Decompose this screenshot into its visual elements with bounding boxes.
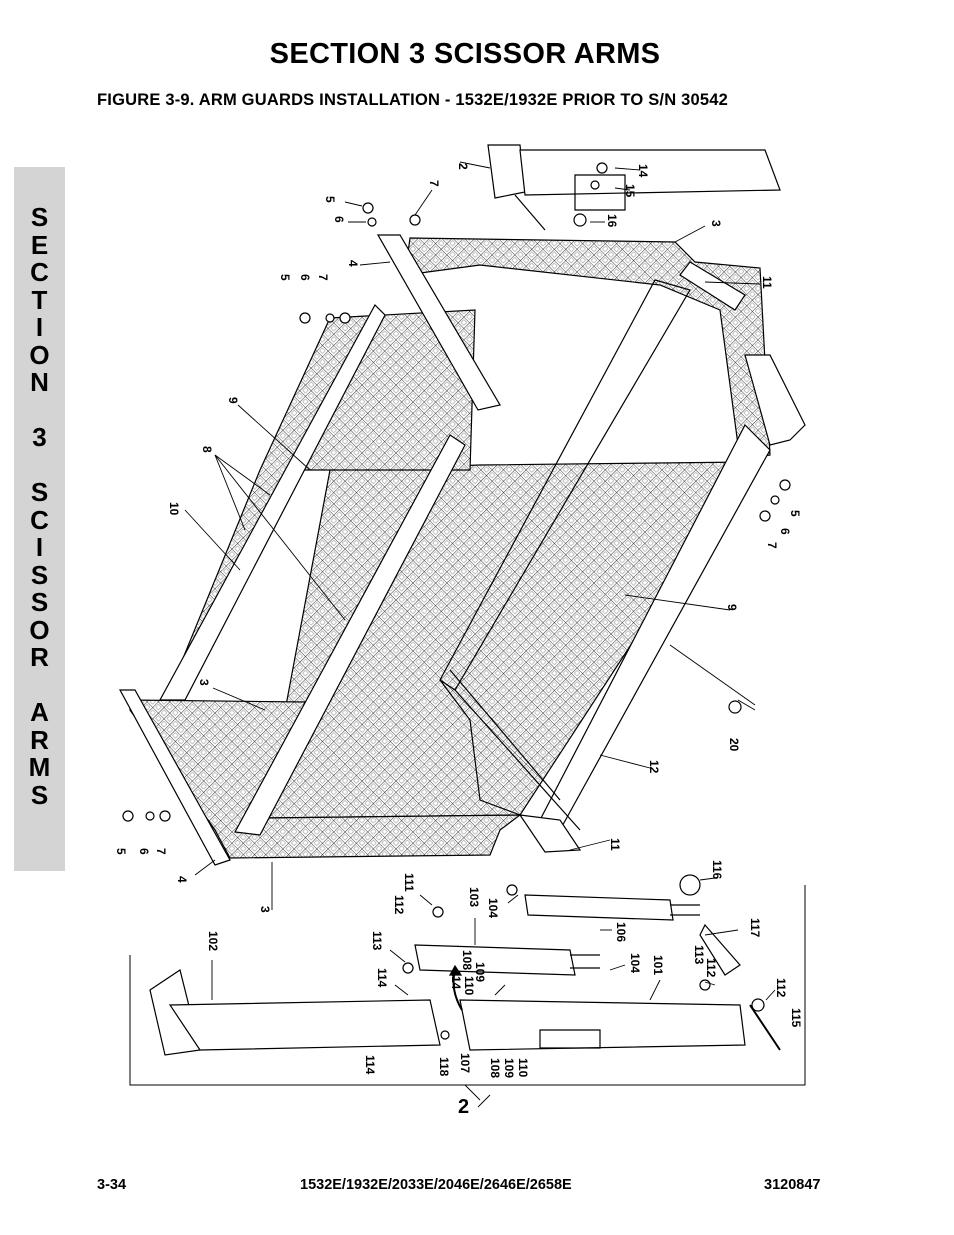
callout-112c: 112 bbox=[774, 978, 788, 998]
callout-7a: 7 bbox=[427, 180, 441, 187]
side-tab-letter: 3 bbox=[32, 422, 47, 452]
side-tab-letter: C bbox=[30, 257, 49, 287]
callout-2-top: 2 bbox=[456, 163, 470, 170]
callout-15: 15 bbox=[623, 184, 637, 198]
callout-106: 106 bbox=[614, 922, 628, 942]
section-title: SECTION 3 SCISSOR ARMS bbox=[269, 38, 661, 70]
callout-104b: 104 bbox=[628, 953, 642, 973]
side-tab-letter: R bbox=[30, 724, 49, 755]
bushing-116 bbox=[679, 874, 701, 896]
callout-14: 14 bbox=[636, 164, 650, 178]
callout-20: 20 bbox=[727, 738, 741, 752]
callout-6c: 6 bbox=[778, 528, 792, 535]
callout-7c: 7 bbox=[765, 542, 779, 549]
callout-109a: 109 bbox=[473, 962, 487, 982]
callout-113a: 113 bbox=[370, 931, 384, 951]
callout-118: 118 bbox=[437, 1057, 451, 1077]
callout-7d: 7 bbox=[154, 848, 168, 855]
side-tab-letter: S bbox=[30, 477, 49, 507]
arm-102 bbox=[168, 999, 441, 1051]
callout-111: 111 bbox=[402, 873, 416, 892]
angle-rail-4-bottom bbox=[118, 689, 231, 866]
side-tab-letter: I bbox=[35, 312, 44, 342]
callout-5c: 5 bbox=[788, 510, 802, 517]
callout-6d: 6 bbox=[137, 848, 151, 855]
mesh-panel-center bbox=[264, 461, 752, 819]
callout-103: 103 bbox=[467, 887, 481, 907]
callout-114a: 114 bbox=[375, 968, 389, 988]
callout-112a: 112 bbox=[392, 895, 406, 915]
side-tab-letter: I bbox=[35, 532, 44, 562]
callout-5d: 5 bbox=[114, 848, 128, 855]
callout-10: 10 bbox=[167, 502, 181, 516]
callout-12: 12 bbox=[647, 760, 661, 774]
callout-6a: 6 bbox=[332, 216, 346, 223]
side-tab-letter: S bbox=[30, 559, 49, 590]
roller-117 bbox=[699, 923, 741, 976]
side-tab-letter: S bbox=[30, 779, 49, 810]
callout-9b: 9 bbox=[725, 604, 739, 611]
doc-number: 3120847 bbox=[764, 1177, 821, 1193]
callout-113b: 113 bbox=[692, 945, 706, 965]
callout-114c: 114 bbox=[363, 1055, 377, 1075]
side-tab-letter: O bbox=[29, 614, 50, 645]
side-tab-letter: R bbox=[30, 642, 49, 672]
callout-102: 102 bbox=[206, 931, 220, 951]
side-tab-letter: S bbox=[30, 202, 49, 232]
callout-107: 107 bbox=[458, 1053, 472, 1073]
channel-11-end bbox=[518, 814, 582, 853]
side-tab-letter: O bbox=[29, 339, 50, 370]
callout-109b: 109 bbox=[502, 1058, 516, 1078]
callout-2-bottom: 2 bbox=[458, 1096, 469, 1118]
callout-8: 8 bbox=[200, 446, 214, 453]
side-tab-letter: A bbox=[30, 697, 49, 727]
callout-101: 101 bbox=[651, 955, 665, 975]
callout-104a: 104 bbox=[486, 898, 500, 918]
side-tab-letter: T bbox=[31, 284, 48, 315]
callout-110a: 110 bbox=[462, 976, 476, 996]
callout-112b: 112 bbox=[704, 958, 718, 978]
callout-116: 116 bbox=[710, 860, 724, 880]
callout-5b: 5 bbox=[278, 274, 292, 281]
side-tab-letter: M bbox=[28, 752, 51, 782]
callout-114b: 114 bbox=[449, 970, 463, 990]
cylinder-103 bbox=[414, 944, 576, 976]
side-tab-letter bbox=[14, 397, 65, 425]
angle-rail-10 bbox=[158, 304, 386, 701]
page-number: 3-34 bbox=[97, 1177, 127, 1193]
angle-rail-4-top bbox=[376, 234, 501, 411]
angle-rail-8 bbox=[234, 434, 466, 836]
footer-models: 1532E/1932E/2033E/2046E/2646E/2658E bbox=[300, 1177, 572, 1193]
callout-108b: 108 bbox=[488, 1058, 502, 1078]
side-tab-letter: C bbox=[30, 504, 49, 535]
bracket-2-top bbox=[487, 144, 526, 199]
callout-16: 16 bbox=[605, 214, 619, 228]
cylinder-upper bbox=[524, 894, 674, 921]
side-tab-letter bbox=[14, 452, 65, 480]
callout-4a: 4 bbox=[346, 260, 360, 267]
callout-3a: 3 bbox=[709, 220, 723, 227]
callout-9a: 9 bbox=[226, 397, 240, 404]
callout-11b: 11 bbox=[608, 838, 622, 851]
callout-117: 117 bbox=[748, 918, 762, 938]
callout-108a: 108 bbox=[460, 950, 474, 970]
callout-3c: 3 bbox=[258, 906, 272, 913]
side-tab-letter: E bbox=[30, 229, 49, 260]
callout-4b: 4 bbox=[175, 876, 189, 883]
arm-101 bbox=[459, 999, 746, 1051]
callout-11a: 11 bbox=[760, 276, 774, 289]
callout-3b: 3 bbox=[197, 679, 211, 686]
figure-title: FIGURE 3-9. ARM GUARDS INSTALLATION - 15… bbox=[97, 91, 728, 109]
arm-guards-exploded-drawing: 2 14 15 16 7 5 6 3 4 5 6 7 11 9 8 10 5 6… bbox=[114, 144, 806, 1118]
callout-6b: 6 bbox=[298, 274, 312, 281]
callout-110b: 110 bbox=[516, 1058, 530, 1078]
callout-5a: 5 bbox=[323, 196, 337, 203]
side-tab-letter bbox=[14, 672, 65, 700]
callout-7b: 7 bbox=[316, 274, 330, 281]
side-tab-letter: S bbox=[30, 587, 49, 617]
callout-115: 115 bbox=[789, 1008, 803, 1028]
side-tab-letter: N bbox=[30, 367, 49, 397]
